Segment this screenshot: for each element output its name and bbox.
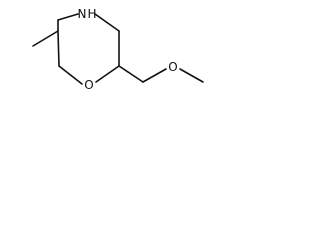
bond-ether-oxygen-to-methyl — [179, 68, 204, 83]
ring-nitrogen-hydrogen-label: H — [87, 7, 96, 21]
ring-oxygen-label: O — [84, 78, 93, 92]
bond-ring-oxygen-to-c — [58, 65, 83, 85]
bond-c-to-ring-oxygen — [95, 65, 120, 83]
bond-methyl — [32, 30, 59, 47]
ether-oxygen-label: O — [168, 60, 177, 74]
bond-ring-to-ch2 — [118, 65, 144, 83]
bond-ch2-to-ether-oxygen — [142, 68, 167, 83]
bond-nitrogen-c-upper-right — [94, 13, 120, 32]
ring-nitrogen-label: N — [78, 7, 87, 21]
bond-nitrogen-c-upper-left — [57, 13, 79, 21]
bond-ring-left-side — [57, 30, 60, 67]
skeletal-structure: N H O O — [32, 7, 204, 92]
